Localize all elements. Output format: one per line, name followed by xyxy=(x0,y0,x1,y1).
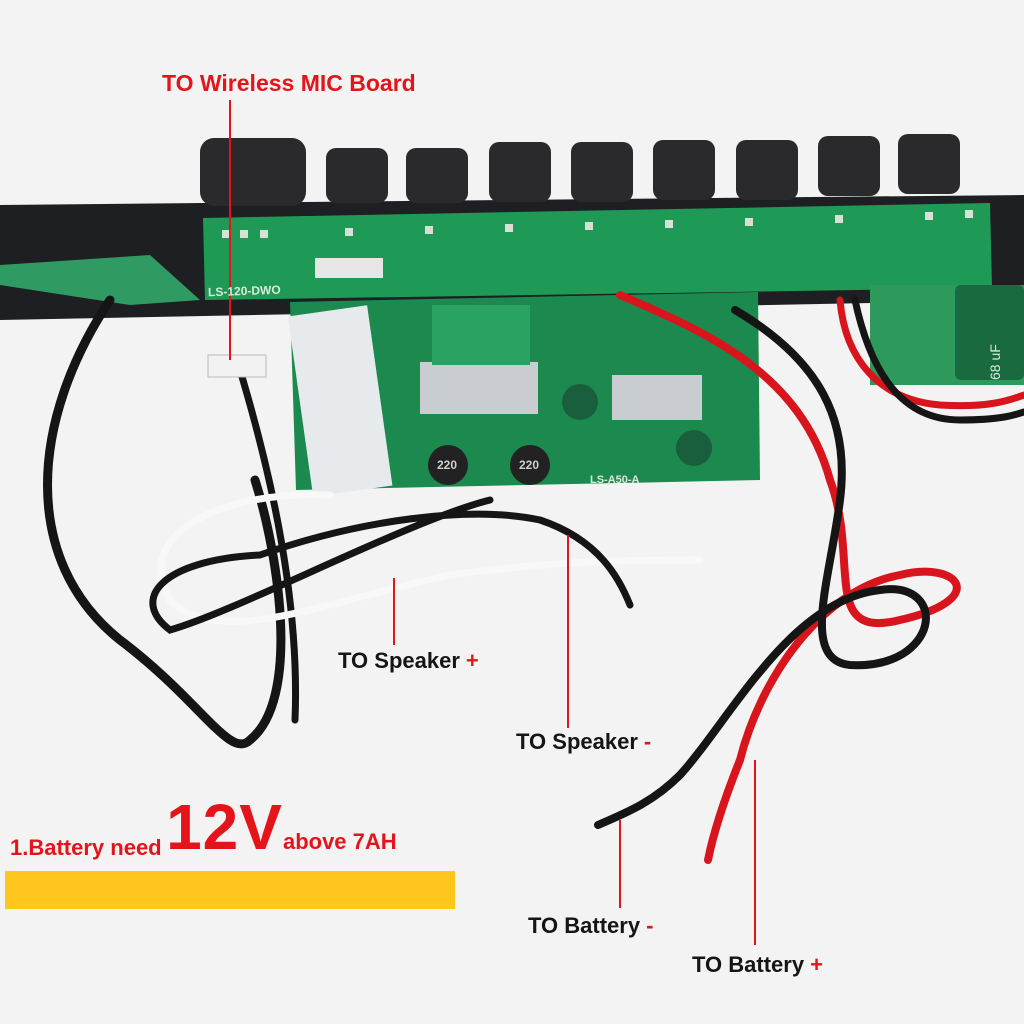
label-speaker-plus: TO Speaker+ xyxy=(338,648,479,674)
speaker-minus-wire xyxy=(149,496,634,634)
ribbon-cable xyxy=(287,305,393,497)
capacitor-small-2 xyxy=(676,430,712,466)
header-connector xyxy=(315,258,383,278)
knob-9 xyxy=(898,134,960,194)
label-battery-minus: TO Battery- xyxy=(528,913,653,939)
battery-plus-wire xyxy=(616,291,961,864)
knob-7 xyxy=(736,140,798,200)
inductor-2 xyxy=(510,445,550,485)
knob-1 xyxy=(200,138,306,206)
label-battery-minus-text: TO Battery xyxy=(528,913,641,938)
power-red-wire xyxy=(836,296,1024,410)
label-speaker-minus: TO Speaker- xyxy=(516,729,651,755)
battery-note-prefix: 1.Battery need xyxy=(10,835,162,860)
knob-2 xyxy=(326,148,388,203)
minus-sign: - xyxy=(646,913,654,938)
braided-cable xyxy=(43,295,286,749)
inductor-1-label: 220 xyxy=(437,458,458,472)
battery-note: 1.Battery need 12Vabove 7AH xyxy=(10,795,397,859)
control-pcb xyxy=(203,203,992,300)
knob-6 xyxy=(653,140,715,200)
mic-connector xyxy=(207,354,267,378)
callout-lines xyxy=(229,100,756,945)
highlight-bar xyxy=(5,871,455,909)
big-capacitor xyxy=(955,285,1024,380)
inductor-2-label: 220 xyxy=(519,458,540,472)
top-board-silkscreen: LS-120-DWO xyxy=(207,282,281,300)
mic-wires xyxy=(236,366,300,724)
heatsink-1 xyxy=(420,362,538,414)
battery-minus-wire xyxy=(594,306,930,829)
speaker-plus-wire xyxy=(157,491,704,625)
battery-voltage: 12V xyxy=(166,791,283,863)
label-speaker-minus-text: TO Speaker xyxy=(516,729,638,754)
label-battery-plus: TO Battery+ xyxy=(692,952,823,978)
knob-3 xyxy=(406,148,468,203)
knob-5 xyxy=(571,142,633,202)
heatsink-2 xyxy=(612,375,702,420)
label-wireless-mic-board: TO Wireless MIC Board xyxy=(162,70,416,96)
battery-note-suffix: above 7AH xyxy=(282,829,397,854)
mic-board-edge xyxy=(0,255,200,305)
bottom-board-silkscreen: LS-A50-A xyxy=(590,474,640,486)
knob-4 xyxy=(489,142,551,202)
capacitor-small-1 xyxy=(562,384,598,420)
wire-bundle xyxy=(43,291,1024,864)
knob-8 xyxy=(818,136,880,196)
pcb-pads xyxy=(222,210,973,238)
white-pcb-module xyxy=(432,305,530,365)
plus-sign: + xyxy=(465,648,479,673)
minus-sign: - xyxy=(643,729,652,754)
label-battery-plus-text: TO Battery xyxy=(692,952,805,977)
plus-sign: + xyxy=(810,952,823,977)
inductor-1 xyxy=(428,445,468,485)
volume-knobs xyxy=(200,134,960,206)
label-speaker-plus-text: TO Speaker xyxy=(338,648,460,673)
capacitor-text: 68 uF xyxy=(987,344,1003,380)
power-black-wire xyxy=(851,296,1024,424)
